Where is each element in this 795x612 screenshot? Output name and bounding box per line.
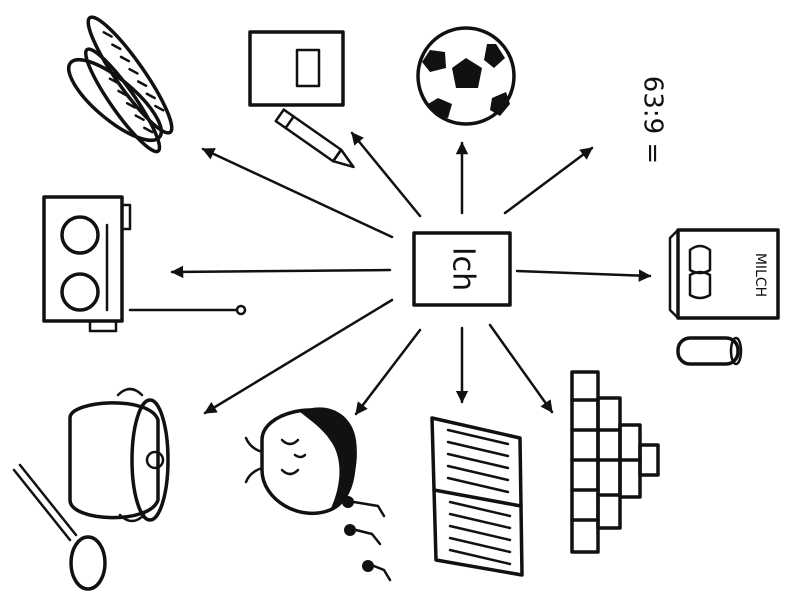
math-task-icon: 63:9 = (638, 76, 668, 164)
center-label: Ich (446, 247, 481, 291)
milk-and-cup-icon: MILCH (668, 228, 780, 366)
arrow-pot (203, 298, 394, 415)
picture-and-pencil-icon (248, 30, 355, 169)
arrow-blocks (488, 323, 554, 414)
milk-label: MILCH (752, 253, 768, 297)
center-box: Ich (412, 231, 512, 307)
singing-boy-icon (244, 407, 392, 582)
blocks-tower-icon (570, 370, 660, 554)
pot-and-spoon-icon (12, 387, 170, 591)
arrow-math (503, 146, 594, 215)
arrow-picture (350, 131, 422, 218)
arrow-bread (201, 147, 394, 239)
radio-icon (42, 195, 247, 333)
bread-icon (66, 15, 174, 154)
math-text: 63:9 = (638, 76, 668, 164)
football-icon (416, 26, 516, 126)
book-icon (430, 416, 524, 577)
arrows (170, 131, 652, 416)
arrow-radio (170, 265, 392, 279)
arrow-milk (515, 269, 652, 282)
arrow-singer (354, 328, 422, 416)
